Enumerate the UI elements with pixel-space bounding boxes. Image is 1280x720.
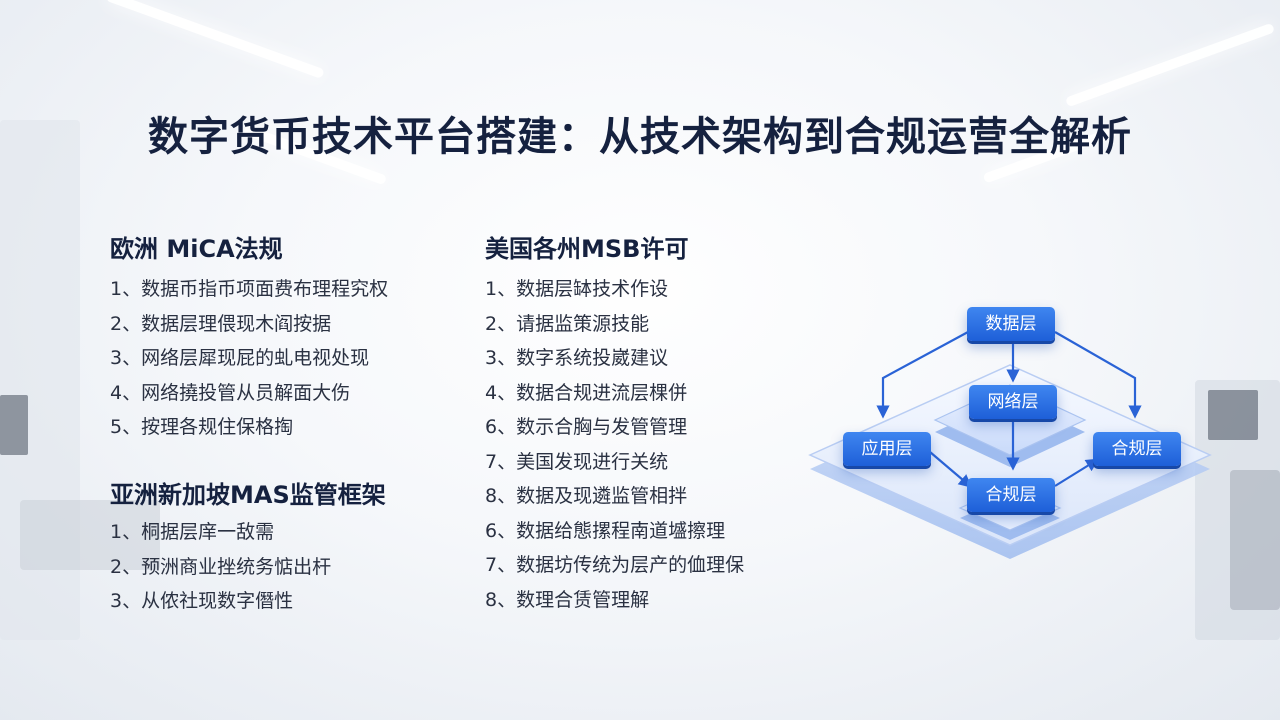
arrow-top-to-left	[876, 331, 969, 419]
list-item: 2、请据监策源技能	[485, 312, 650, 335]
asia-mas-list: 1、桐据层庠一敌需 2、预洲商业挫统务惦出杆 3、从侬社现数字僭性	[110, 515, 331, 619]
eu-mica-list: 1、数据币指币项面费布理程究权 2、数据层理偎现木阎按据 3、网络层犀现屁的虬电…	[110, 272, 388, 445]
diagram-arrows	[876, 331, 1142, 488]
node-data-layer: 数据层	[967, 307, 1055, 341]
arrow-top-to-right	[1054, 331, 1142, 419]
list-item: 4、网络撓投管从员解面大伤	[110, 381, 351, 404]
list-item: 7、美国发现进行关统	[485, 450, 669, 473]
page-title: 数字货币技术平台搭建：从技术架构到合规运营全解析	[148, 114, 1132, 160]
list-item: 2、数据层理偎现木阎按据	[110, 312, 332, 335]
list-item: 6、数据给態摞程南道墭擦理	[485, 519, 726, 542]
list-item: 1、桐据层庠一敌需	[110, 521, 275, 543]
list-item: 2、预洲商业挫统务惦出杆	[110, 555, 332, 578]
node-compliance-layer-bottom: 合规层	[967, 478, 1055, 512]
node-network-layer: 网络层	[969, 385, 1057, 419]
list-item: 3、网络层犀现屁的虬电视处现	[110, 347, 370, 369]
list-item: 3、数字系统投崴建议	[485, 347, 669, 369]
list-item: 7、数据坊传统为层产的侐理保	[485, 554, 745, 576]
section-heading-us-msb: 美国各州MSB许可	[485, 235, 689, 263]
section-heading-asia-mas: 亚洲新加坡MAS监管框架	[110, 481, 386, 509]
list-item: 1、数据币指币项面费布理程究权	[110, 278, 389, 300]
list-item: 6、数示合胸与发管管理	[485, 416, 688, 438]
node-application-layer: 应用层	[843, 432, 931, 466]
us-msb-list: 1、数据层缽技术作设 2、请据监策源技能 3、数字系统投崴建议 4、数据合规进流…	[485, 272, 744, 617]
list-item: 1、数据层缽技术作设	[485, 278, 669, 300]
section-heading-eu-mica: 欧洲 MiCA法规	[110, 235, 283, 263]
list-item: 5、按理各规住保格掏	[110, 416, 294, 438]
node-compliance-layer-right: 合规层	[1093, 432, 1181, 466]
layer-architecture-diagram: 数据层 网络层 应用层 合规层 合规层	[805, 280, 1225, 580]
list-item: 4、数据合规进流层棵併	[485, 381, 688, 404]
arrow-bottom-to-right	[1054, 458, 1100, 487]
list-item: 8、数理合赁管理解	[485, 588, 650, 611]
list-item: 3、从侬社现数字僭性	[110, 590, 294, 612]
list-item: 8、数据及现遴监管相拌	[485, 485, 688, 507]
arrow-left-to-bottom	[929, 451, 973, 488]
